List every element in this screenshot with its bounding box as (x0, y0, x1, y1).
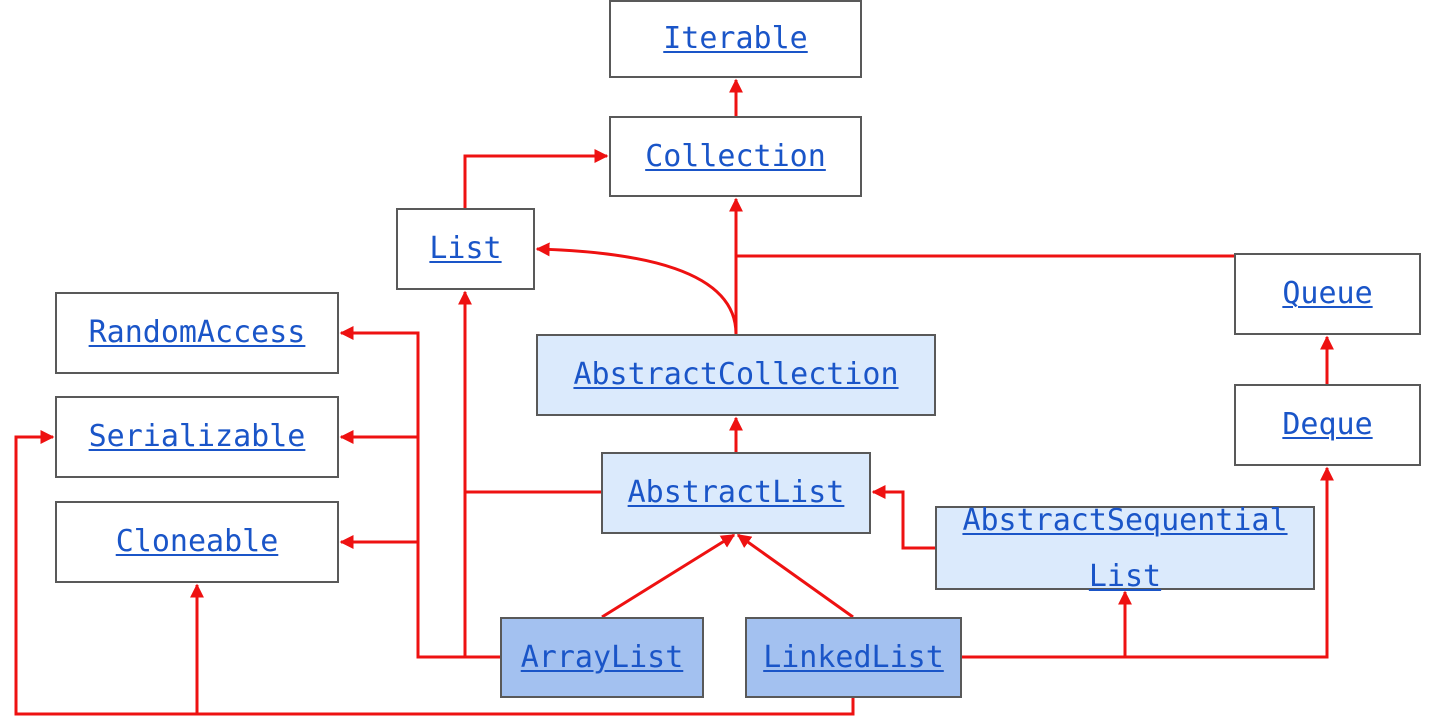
queue-link[interactable]: Queue (1282, 276, 1373, 311)
edge-list-collection (463, 149, 609, 208)
serializable-link[interactable]: Serializable (88, 419, 306, 454)
node-linked-list: LinkedList (745, 617, 962, 698)
node-queue: Queue (1234, 253, 1421, 335)
abstract-list-link[interactable]: AbstractList (627, 475, 845, 510)
edge-arraylist-list (458, 290, 500, 659)
edge-arraylist-randomaccess (339, 326, 465, 659)
node-cloneable: Cloneable (55, 501, 339, 583)
list-link[interactable]: List (429, 231, 502, 266)
node-collection: Collection (609, 116, 862, 197)
collection-link[interactable]: Collection (645, 138, 826, 174)
node-random-access: RandomAccess (55, 292, 339, 374)
linked-list-link[interactable]: LinkedList (763, 639, 944, 675)
abstract-collection-link[interactable]: AbstractCollection (573, 357, 899, 392)
random-access-link[interactable]: RandomAccess (88, 315, 306, 350)
edge-abstractsequentiallist-abstractlist (871, 485, 935, 550)
node-abstract-collection: AbstractCollection (536, 334, 936, 416)
node-serializable: Serializable (55, 396, 339, 478)
edge-linkedlist-serializable (14, 430, 855, 716)
edge-arraylist-abstractlist (601, 533, 736, 619)
edge-linkedlist-deque (1125, 466, 1334, 659)
deque-link[interactable]: Deque (1282, 407, 1373, 442)
edge-abstractcollection-list (535, 242, 738, 335)
array-list-link[interactable]: ArrayList (520, 639, 684, 675)
node-deque: Deque (1234, 384, 1421, 466)
edge-linkedlist-abstractlist (736, 533, 854, 619)
cloneable-link[interactable]: Cloneable (115, 524, 279, 559)
node-array-list: ArrayList (500, 617, 704, 698)
node-list: List (396, 208, 535, 290)
node-abstract-sequential-list: AbstractSequential List (935, 503, 1315, 594)
node-iterable: Iterable (609, 0, 862, 78)
node-abstract-list: AbstractList (601, 452, 871, 534)
abstract-sequential-list-link[interactable]: AbstractSequential List (962, 503, 1288, 594)
iterable-link[interactable]: Iterable (663, 21, 808, 56)
